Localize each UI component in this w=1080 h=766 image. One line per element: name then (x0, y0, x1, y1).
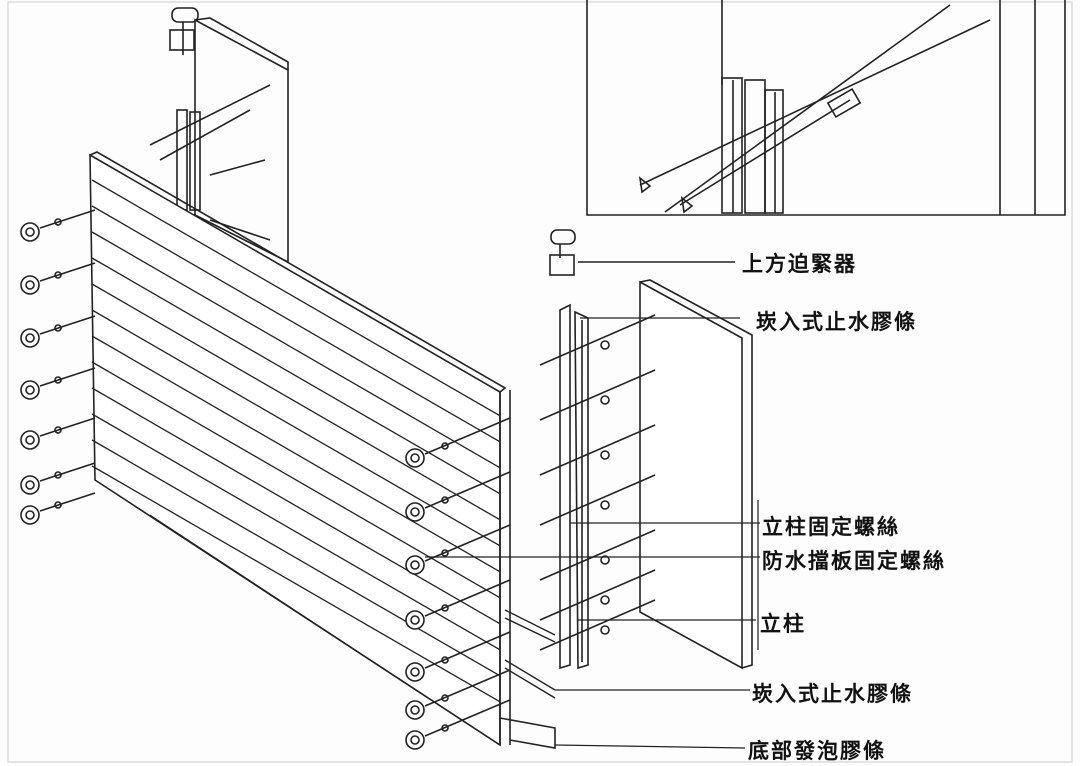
screw-shaft (39, 209, 96, 229)
label-embedded-gasket-bottom: 崁入式止水膠條 (752, 681, 913, 706)
screw-shaft (424, 669, 511, 707)
knob-screw (405, 610, 425, 630)
knob-screw (405, 502, 425, 522)
panel-slat-line (91, 465, 501, 703)
post-screw-line (539, 369, 656, 421)
panel-slat-line (91, 231, 501, 469)
knob-screw (405, 662, 425, 682)
screw-shaft (39, 315, 96, 335)
right-wall-board (639, 279, 753, 670)
washer (441, 694, 449, 702)
washer (441, 496, 449, 504)
knob-screw (405, 700, 425, 720)
post-screw (600, 595, 610, 605)
right-post (559, 303, 589, 670)
barrier-panel (89, 151, 556, 749)
screw-shaft (39, 492, 96, 512)
post-screw-line (539, 569, 656, 621)
knob-screw (20, 328, 40, 348)
post-screw (600, 340, 610, 350)
leader-lines (425, 317, 760, 749)
panel-slat-line (91, 205, 501, 443)
panel-slat-line (91, 439, 501, 677)
post-screw (600, 450, 610, 460)
washer (54, 471, 62, 479)
knob-screw (20, 475, 40, 495)
back-post (149, 84, 271, 241)
label-top-clamp: 上方迫緊器 (742, 251, 857, 276)
screw-shaft (424, 417, 511, 455)
washer (441, 442, 449, 450)
screw-shaft (424, 524, 511, 562)
washer (441, 724, 449, 732)
washer (54, 376, 62, 384)
top-clamp-back (169, 7, 199, 55)
panel-slat-line (91, 257, 501, 495)
washer (54, 271, 62, 279)
washer (54, 501, 62, 509)
top-clamp-right (549, 229, 735, 276)
washer (54, 324, 62, 332)
label-barrier-fixing-screw: 防水擋板固定螺絲 (762, 548, 946, 573)
washer (441, 549, 449, 557)
panel-slat-line (91, 283, 501, 521)
label-embedded-gasket-top: 崁入式止水膠條 (756, 309, 917, 334)
knob-screw (20, 275, 40, 295)
washer (54, 218, 62, 226)
screw-shaft (424, 631, 511, 669)
panel-slat-line (91, 335, 501, 573)
label-bottom-foam-gasket: 底部發泡膠條 (748, 738, 886, 763)
knob-screw (405, 730, 425, 750)
washer (441, 604, 449, 612)
knob-screw (20, 222, 40, 242)
post-screw-line (539, 599, 656, 651)
screw-shaft (424, 699, 511, 737)
washer (441, 656, 449, 664)
post-screw (600, 500, 610, 510)
panel-slat-line (91, 309, 501, 547)
label-post-fixing-screw: 立柱固定螺絲 (762, 514, 900, 539)
frame-border (7, 1, 1073, 763)
post-screw-line (539, 424, 656, 476)
knob-screw (405, 555, 425, 575)
panel-slat-line (91, 179, 501, 417)
post-screw (600, 625, 610, 635)
screw-shaft (424, 471, 511, 509)
screw-shaft (39, 462, 96, 482)
panel-slat-line (91, 387, 501, 625)
knob-screw (20, 380, 40, 400)
washer (54, 426, 62, 434)
panel-slat-line (91, 413, 501, 651)
post-screw-line (539, 314, 656, 366)
label-post: 立柱 (760, 611, 806, 636)
knob-screw (405, 448, 425, 468)
post-screw (600, 555, 610, 565)
post-screw-line (539, 529, 656, 581)
post-screw (600, 395, 610, 405)
knob-screw (20, 505, 40, 525)
screw-shaft (39, 417, 96, 437)
screw-shaft (424, 579, 511, 617)
inset-detail (586, 0, 1066, 216)
knob-screw (20, 430, 40, 450)
post-screw-line (539, 474, 656, 526)
screw-shaft (39, 262, 96, 282)
screw-shaft (39, 367, 96, 387)
